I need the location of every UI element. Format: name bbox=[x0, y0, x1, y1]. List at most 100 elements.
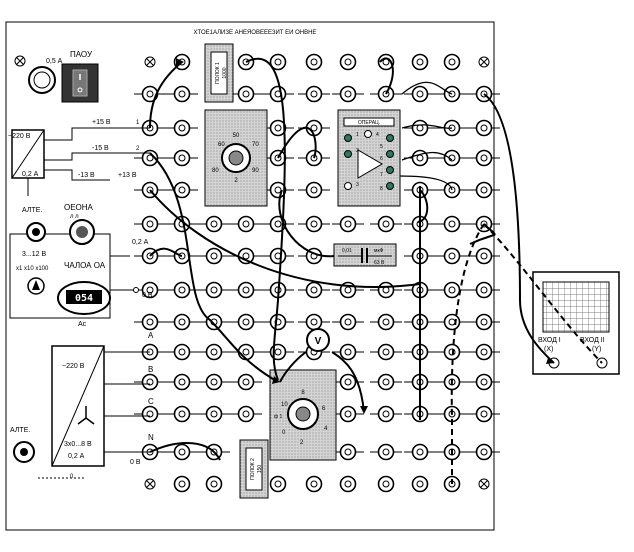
ps-pin-b: 2 bbox=[136, 146, 140, 152]
wire-6 bbox=[277, 126, 317, 159]
opamp-pin-3: 3 bbox=[356, 182, 359, 188]
tp-amplitude-knob[interactable] bbox=[13, 441, 35, 463]
socket-hole bbox=[274, 186, 282, 194]
socket-hole bbox=[416, 480, 424, 488]
mains-switch[interactable] bbox=[61, 63, 99, 103]
switch-module-top[interactable] bbox=[204, 109, 268, 207]
thin-wire-4 bbox=[399, 175, 453, 191]
osc-input-y: ВХОД II bbox=[580, 337, 605, 344]
opamp-module[interactable] bbox=[337, 109, 401, 207]
osc-input-y-sub: (Y) bbox=[592, 346, 601, 353]
capacitor-module[interactable] bbox=[333, 243, 397, 267]
gen-fuse-label: 0 В bbox=[142, 292, 153, 299]
arrow-icon bbox=[176, 58, 184, 66]
fuse-holder[interactable] bbox=[28, 66, 56, 94]
socket-grid bbox=[134, 53, 500, 493]
socket-hole bbox=[310, 286, 318, 294]
tp-ground-label: 0 bbox=[70, 474, 74, 480]
generator-frame bbox=[9, 233, 111, 319]
resistor-bottom[interactable] bbox=[239, 439, 269, 499]
board-title: ХТОЕ1АЛИЗЕ АНЕЯОВЕЕЕЗИТ ЕИ ОНВНЕ bbox=[194, 30, 317, 36]
socket-hole bbox=[310, 480, 318, 488]
wire-4 bbox=[149, 189, 421, 288]
ps-pin-a: 1 bbox=[136, 120, 140, 126]
resistor-bottom-label: ПОЛОК 2 bbox=[250, 458, 256, 480]
ps-out-plus15: +15 В bbox=[92, 119, 111, 126]
tp-phase-c: С bbox=[148, 397, 154, 406]
wire-arrowheads bbox=[176, 58, 554, 414]
gen-frequency-knob[interactable] bbox=[69, 219, 95, 245]
switch-top-val-5: 2 bbox=[234, 178, 238, 184]
socket-hole bbox=[310, 90, 318, 98]
thin-wire-2 bbox=[401, 124, 453, 129]
mount-screw-cross-icon bbox=[480, 480, 488, 488]
switch-bottom-mark: ф 1 bbox=[274, 414, 283, 420]
socket-hole bbox=[178, 318, 186, 326]
socket-hole bbox=[480, 318, 488, 326]
tp-neutral-fuse: 0 В bbox=[130, 459, 141, 466]
socket-hole bbox=[274, 58, 282, 66]
socket-hole bbox=[242, 252, 250, 260]
socket-hole bbox=[178, 348, 186, 356]
gen-ground-dot bbox=[133, 287, 139, 293]
ps-wire-plus15 bbox=[44, 127, 150, 141]
socket-hole bbox=[210, 220, 218, 228]
gen-freq-label: ЧАЛОА ОА bbox=[64, 261, 106, 270]
socket-hole bbox=[480, 448, 488, 456]
socket-hole bbox=[242, 220, 250, 228]
socket-hole bbox=[178, 480, 186, 488]
opamp-pin-5: 5 bbox=[380, 144, 383, 150]
tp-phase-wires bbox=[104, 351, 150, 417]
socket-hole bbox=[146, 154, 154, 162]
mains-switch-label: ПАОУ bbox=[70, 50, 93, 59]
switch-bottom-val-4: 2 bbox=[300, 440, 304, 446]
socket-hole bbox=[178, 410, 186, 418]
socket-hole bbox=[344, 348, 352, 356]
wire-1 bbox=[149, 61, 183, 129]
gen-range-label: 3...12 В bbox=[22, 251, 46, 258]
wire-8 bbox=[379, 57, 394, 95]
gen-range-switch[interactable] bbox=[27, 277, 45, 295]
socket-hole bbox=[178, 90, 186, 98]
dashed-wire-1 bbox=[450, 223, 485, 484]
gen-knob2-label: ОЕОНА bbox=[64, 203, 94, 212]
gen-knob2-sub: л л bbox=[70, 214, 79, 220]
socket-hole bbox=[480, 348, 488, 356]
socket-hole bbox=[210, 252, 218, 260]
wire-11 bbox=[331, 351, 365, 413]
gen-knob1-label: АЛТЕ. bbox=[22, 207, 42, 214]
socket-hole bbox=[416, 448, 424, 456]
switch-module-bottom[interactable] bbox=[269, 369, 337, 461]
gen-amplitude-knob[interactable] bbox=[26, 222, 46, 242]
socket-hole bbox=[310, 318, 318, 326]
three-phase-block bbox=[51, 345, 105, 467]
gen-frequency-display bbox=[57, 281, 111, 315]
socket-hole bbox=[242, 318, 250, 326]
tp-range-label: 3х0...8 В bbox=[64, 441, 92, 448]
socket-hole bbox=[210, 348, 218, 356]
socket-hole bbox=[310, 124, 318, 132]
opamp-pin-6: 6 bbox=[380, 156, 383, 162]
ps-out-minus15: -15 В bbox=[92, 145, 109, 152]
resistor-top[interactable] bbox=[204, 43, 234, 103]
oscilloscope[interactable] bbox=[532, 271, 620, 375]
thin-wire-3 bbox=[401, 151, 453, 161]
dashed-wires bbox=[450, 223, 603, 484]
tp-phase-a: А bbox=[148, 331, 154, 340]
switch-bottom-val-0: 8 bbox=[301, 390, 305, 396]
socket-hole bbox=[480, 124, 488, 132]
socket-hole bbox=[382, 480, 390, 488]
socket-hole bbox=[448, 220, 456, 228]
voltmeter[interactable] bbox=[306, 328, 330, 352]
arrow-icon bbox=[360, 406, 368, 414]
socket-hole bbox=[310, 220, 318, 228]
socket-hole bbox=[344, 220, 352, 228]
opamp-pin-1: 1 bbox=[356, 132, 359, 138]
wire-13 bbox=[149, 442, 221, 461]
voltmeter-label: V bbox=[315, 336, 322, 347]
socket-hole bbox=[242, 378, 250, 386]
socket-hole bbox=[480, 154, 488, 162]
socket-hole bbox=[310, 186, 318, 194]
mount-screw-cross-icon bbox=[146, 58, 154, 66]
tp-knob-label: АЛТЕ. bbox=[10, 427, 30, 434]
